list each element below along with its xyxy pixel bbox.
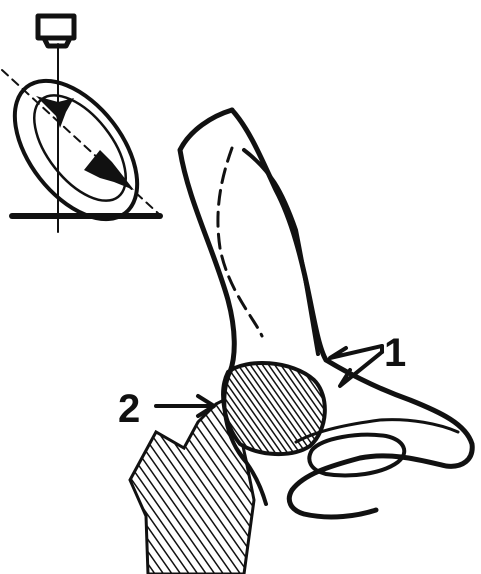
label-2-arrow [156, 396, 214, 416]
sacrum-silhouette [36, 96, 74, 128]
positioning-inset [0, 16, 162, 241]
label-1: 1 [384, 331, 406, 375]
femoral-head [223, 363, 325, 454]
ilium-outline [180, 110, 234, 372]
x-ray-tube-icon [38, 16, 74, 46]
ilium-dashed-line [218, 148, 262, 336]
label-2: 2 [118, 387, 140, 431]
hip-joint-drawing [130, 110, 472, 574]
femoral-silhouette [84, 150, 134, 190]
